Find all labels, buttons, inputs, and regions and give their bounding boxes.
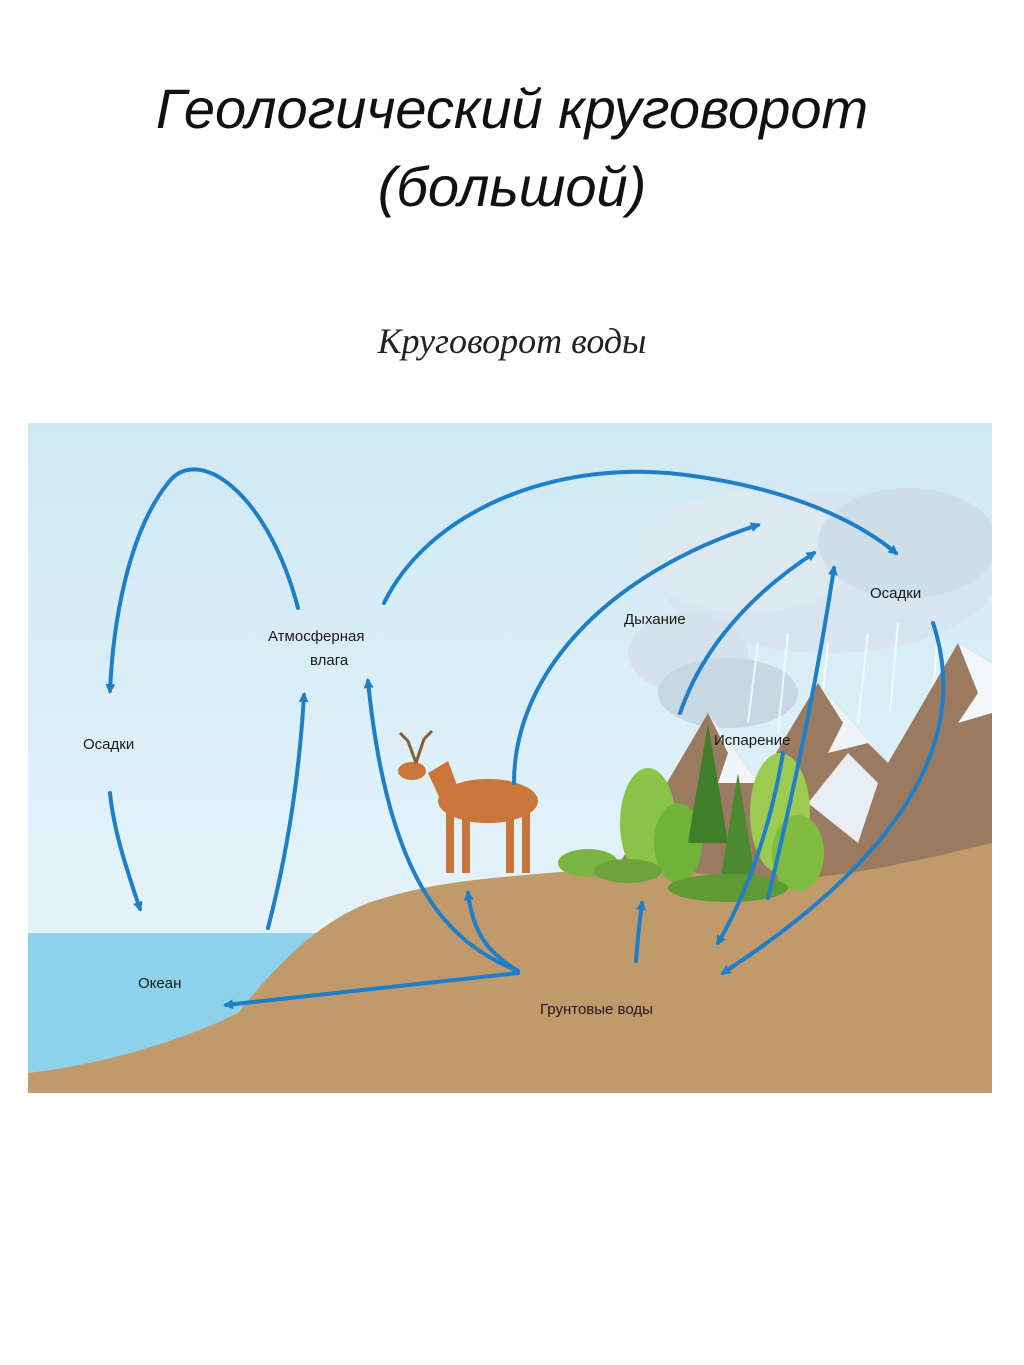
title-line-1: Геологический круговорот [155,77,869,140]
arrow-ground-to-plants [634,900,647,963]
label-ocean: Океан [138,975,181,992]
label-atmo-line1: Атмосферная [268,628,364,645]
deer [398,729,538,873]
arrow-ocean-to-atmo [266,692,309,930]
arrow-evaporation-2 [766,565,838,900]
arrow-atmo-to-precip-left [105,467,300,694]
arrow-precip-right-to-ground-1 [720,621,946,975]
label-breathing: Дыхание [624,611,686,628]
cloud [628,488,992,728]
arrow-precip-right-to-ground-2 [716,751,785,946]
label-evaporation: Испарение [714,732,790,749]
arrow-ground-to-atmo [363,678,520,973]
title-line-2: (большой) [377,155,647,218]
arrow-ground-to-land [463,890,520,973]
arrow-ground-to-ocean [223,971,520,1010]
slide-title: Геологический круговорот (большой) [0,70,1024,226]
arrow-breathing [512,522,761,785]
arrow-evaporation-1 [678,551,817,715]
water-cycle-diagram: Осадки Атмосферная влага Океан Грунтовые… [28,423,992,1093]
label-precip-left: Осадки [83,736,134,753]
slide-subtitle: Круговорот воды [377,321,647,361]
label-groundwater: Грунтовые воды [540,1001,653,1018]
label-atmo-line2: влага [310,652,349,669]
cycle-arrows [105,467,946,1010]
arrow-precip-to-ocean [108,791,143,912]
arrow-atmo-to-cloud [382,469,899,605]
label-precip-right: Осадки [870,585,921,602]
